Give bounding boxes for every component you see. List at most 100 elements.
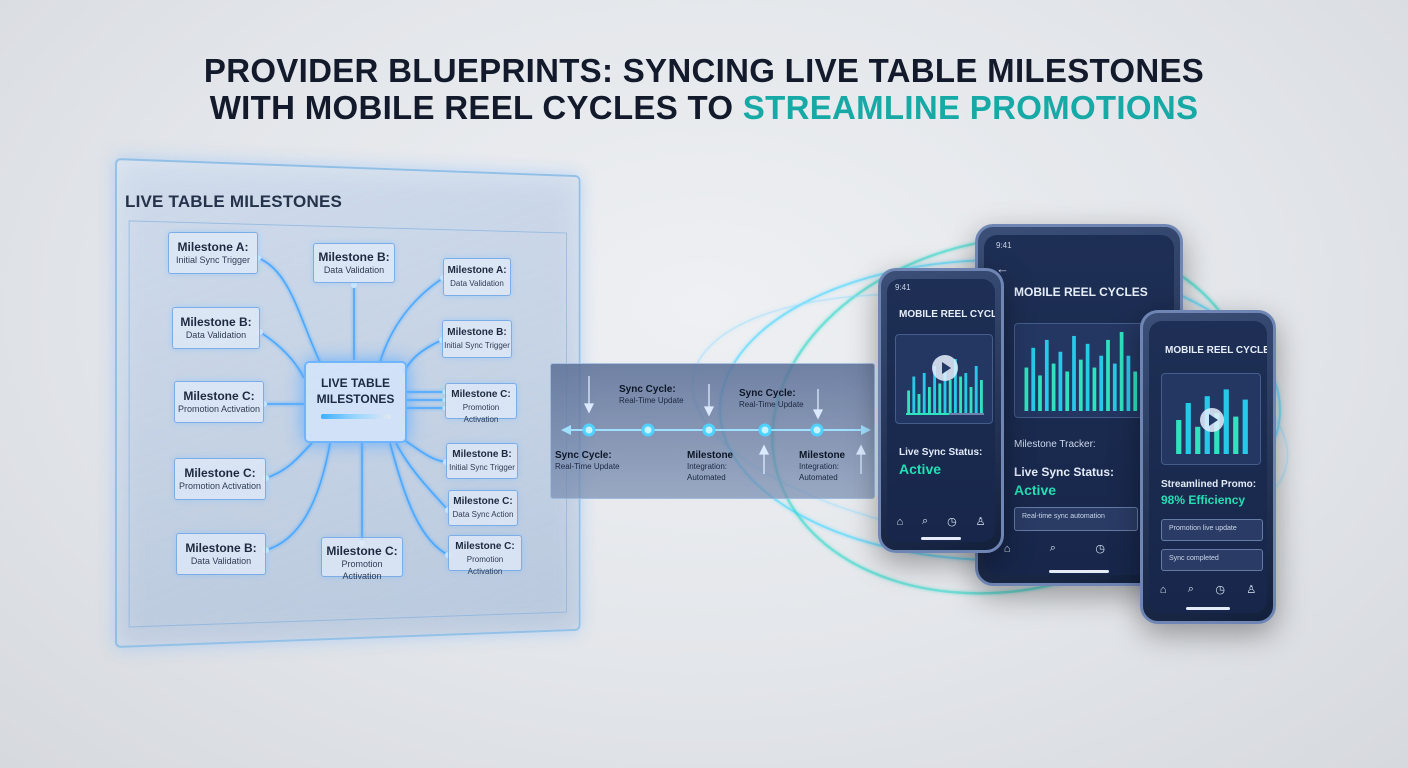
chart-bar	[1112, 363, 1117, 411]
play-button[interactable]	[1200, 408, 1224, 432]
seek-fill	[906, 413, 949, 415]
chart-bar	[1044, 339, 1049, 411]
milestone-node-6[interactable]: Milestone B: Data Validation	[176, 533, 266, 575]
milestone-node-7[interactable]: Milestone C: Promotion Activation	[321, 537, 403, 581]
chart-bar	[1119, 332, 1124, 411]
chart-bar	[927, 387, 931, 415]
home-indicator	[921, 537, 961, 540]
milestone-node-11[interactable]: Milestone B: Initial Sync Trigger	[446, 443, 518, 479]
milestone-node-5[interactable]: Milestone C: Promotion Activation	[174, 458, 266, 500]
chart-bar	[1072, 335, 1076, 411]
chart-bar	[1185, 403, 1191, 454]
chart-bar	[1031, 347, 1036, 411]
seek-track[interactable]	[906, 413, 984, 415]
milestone-node-10[interactable]: Milestone C: Promotion Activation	[445, 383, 517, 424]
chart-bar	[974, 366, 978, 415]
sync-label-bottom-1: Sync Cycle:Real-Time Update	[555, 450, 620, 471]
promo-update-box[interactable]: Promotion live update	[1161, 519, 1263, 541]
page-title-line-2: WITH MOBILE REEL CYCLES TO STREAMLINE PR…	[0, 89, 1408, 127]
chart-bar	[943, 369, 947, 415]
home-icon[interactable]: ⌂	[1003, 542, 1011, 555]
chart-bar	[1085, 343, 1090, 411]
chart-bar	[1233, 416, 1239, 454]
back-arrow-icon[interactable]: ←	[996, 261, 1009, 276]
chart-bar	[959, 376, 963, 415]
play-icon	[1209, 414, 1218, 426]
chart-bar	[1024, 367, 1029, 411]
chart-bar	[907, 390, 911, 415]
milestone-node-8[interactable]: Milestone A: Data Validation	[443, 258, 511, 296]
user-icon[interactable]: ♙	[975, 516, 986, 528]
chart-bar	[1126, 355, 1131, 411]
phone-right-title: MOBILE REEL CYCLES	[1165, 345, 1267, 356]
search-icon[interactable]: ⌕	[1187, 583, 1194, 595]
promo-value: 98% Efficiency	[1161, 493, 1246, 507]
phone-left-title: MOBILE REEL CYCLES	[899, 309, 995, 320]
live-sync-value: Active	[899, 461, 942, 477]
timer-icon[interactable]: ◷	[1095, 543, 1105, 555]
timer-icon[interactable]: ◷	[947, 516, 957, 528]
milestone-node-9[interactable]: Milestone B: Initial Sync Trigger	[442, 320, 512, 358]
phone-left-navbar: ⌂ ⌕ ◷ ♙	[887, 515, 995, 528]
phone-right-chart	[1161, 373, 1261, 465]
home-icon[interactable]: ⌂	[1159, 583, 1167, 596]
chart-bar	[1078, 359, 1083, 411]
chart-bar	[979, 380, 983, 415]
milestone-node-4[interactable]: Milestone C: Promotion Activation	[174, 381, 264, 423]
home-icon[interactable]: ⌂	[896, 515, 904, 528]
phone-middle-title: MOBILE REEL CYCLES	[1014, 285, 1148, 299]
milestone-node-13[interactable]: Milestone C: Promotion Activation	[448, 535, 522, 576]
milestone-node-12[interactable]: Milestone C: Data Sync Action	[448, 490, 518, 526]
phone-left-bars	[907, 359, 983, 415]
live-sync-label: Live Sync Status:	[1014, 465, 1115, 479]
page-title-line-1: PROVIDER BLUEPRINTS: SYNCING LIVE TABLE …	[203, 52, 1205, 89]
home-indicator	[1186, 607, 1230, 610]
title-main-text: WITH MOBILE REEL CYCLES TO	[209, 89, 743, 126]
user-icon[interactable]: ♙	[1246, 584, 1257, 596]
chart-bar	[1176, 420, 1182, 454]
status-time: 9:41	[895, 283, 911, 292]
chart-bar	[1065, 371, 1070, 411]
phone-right-screen: MOBILE REEL CYCLES Streamlined Promo: 98…	[1149, 321, 1267, 613]
live-sync-label: Live Sync Status:	[899, 447, 983, 458]
chart-bar	[953, 359, 957, 415]
milestone-node-3[interactable]: Milestone B: Data Validation	[172, 307, 260, 349]
chart-bar	[1214, 413, 1220, 454]
phone-left: 9:41 MOBILE REEL CYCLES Live Sync Status…	[878, 268, 1004, 553]
chart-bar	[1038, 375, 1042, 411]
sync-label-top-2: Sync Cycle:Real-Time Update	[739, 388, 804, 409]
milestone-tracker-label: Milestone Tracker:	[1014, 439, 1096, 450]
chart-bar	[1051, 363, 1056, 411]
chart-bar	[1133, 371, 1138, 411]
chart-bar	[912, 376, 916, 415]
chart-bar	[922, 373, 926, 415]
search-icon[interactable]: ⌕	[1049, 542, 1056, 554]
phone-left-chart	[895, 334, 993, 424]
chart-bar	[917, 394, 921, 415]
phone-left-screen: 9:41 MOBILE REEL CYCLES Live Sync Status…	[887, 279, 995, 542]
chart-bar	[933, 366, 937, 415]
hub-node[interactable]: LIVE TABLE MILESTONES	[304, 361, 407, 443]
sync-timeline-strip: Sync Cycle:Real-Time Update Sync Cycle:R…	[550, 363, 875, 499]
hub-progress-bar	[320, 414, 391, 419]
live-sync-value: Active	[1014, 482, 1057, 498]
milestone-node-2[interactable]: Milestone B: Data Validation	[313, 243, 395, 283]
sync-complete-box[interactable]: Sync completed	[1161, 549, 1263, 571]
chart-bar	[938, 383, 942, 415]
sync-info-box[interactable]: Real-time sync automation	[1014, 507, 1138, 531]
promo-label: Streamlined Promo:	[1161, 479, 1257, 490]
chart-bar	[1242, 399, 1248, 454]
milestone-node-1[interactable]: Milestone A: Initial Sync Trigger	[168, 232, 258, 274]
chart-bar	[1223, 389, 1229, 454]
panel-title: LIVE TABLE MILESTONES	[125, 192, 343, 211]
title-accent-text: STREAMLINE PROMOTIONS	[742, 89, 1199, 126]
chart-bar	[1099, 355, 1104, 411]
search-icon[interactable]: ⌕	[922, 515, 929, 527]
hub-line-2: MILESTONES	[316, 392, 395, 406]
chart-bar	[1092, 367, 1097, 411]
play-button[interactable]	[932, 355, 958, 381]
chart-bar	[1195, 426, 1201, 454]
timer-icon[interactable]: ◷	[1215, 584, 1225, 596]
status-time: 9:41	[996, 241, 1012, 250]
